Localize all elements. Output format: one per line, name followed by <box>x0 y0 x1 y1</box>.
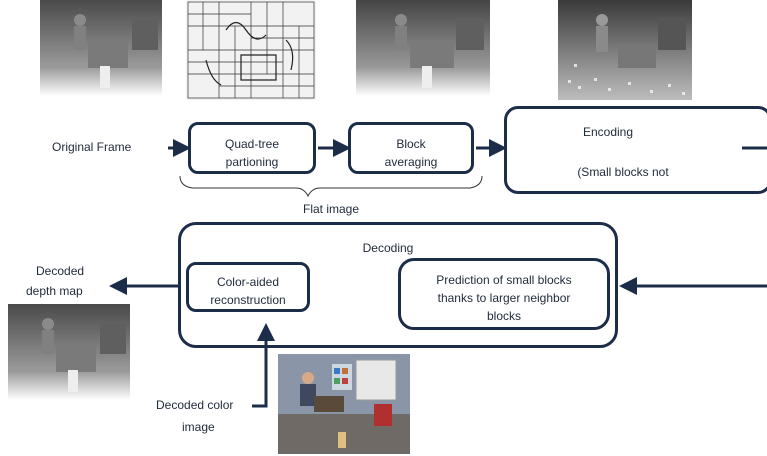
decoded-depth-thumbnail <box>8 304 130 400</box>
block-line1: Block <box>396 137 426 151</box>
residual-thumbnail <box>558 0 692 100</box>
prediction-line2: thanks to larger neighbor <box>437 291 571 305</box>
block-averaging-box: Block averaging <box>348 122 474 174</box>
averaged-frame-thumbnail <box>356 0 490 96</box>
prediction-line1: Prediction of small blocks <box>436 273 572 287</box>
encoding-line1: Encoding <box>582 125 634 139</box>
color-aided-line1: Color-aided <box>216 275 280 289</box>
depth-frame-thumbnail <box>40 0 162 96</box>
decoded-color-thumbnail <box>278 354 410 454</box>
encoding-box: Encoding (Small blocks not <box>504 106 767 194</box>
quadtree-line2: partioning <box>225 155 279 169</box>
quadtree-thumbnail <box>186 0 316 100</box>
arrow-color-to-reconstruction <box>252 323 275 408</box>
block-line2: averaging <box>384 155 438 169</box>
decoded-depth-map-label-line2: depth map <box>26 284 83 298</box>
decoded-color-label-line1: Decoded color <box>156 398 234 412</box>
flat-image-label: Flat image <box>303 202 360 216</box>
prediction-box: Prediction of small blocks thanks to lar… <box>398 258 610 330</box>
flat-image-brace <box>179 175 483 198</box>
decoded-depth-map-label-line1: Decoded <box>36 264 85 278</box>
decoded-color-label-line2: image <box>182 420 215 434</box>
prediction-line3: blocks <box>486 309 521 323</box>
encoding-line2: (Small blocks not <box>577 165 669 179</box>
quadtree-line1: Quad-tree <box>224 137 280 151</box>
color-aided-line2: reconstruction <box>210 293 286 307</box>
decoding-title: Decoding <box>362 241 414 255</box>
color-aided-reconstruction-box: Color-aided reconstruction <box>186 262 310 312</box>
original-frame-label: Original Frame <box>52 140 132 154</box>
